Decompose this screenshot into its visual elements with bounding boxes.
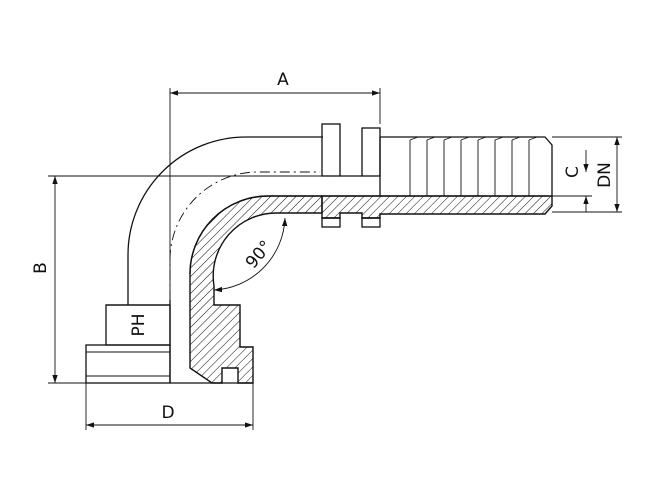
dim-d-label: D [161,403,174,423]
ph-label: PH [129,313,149,336]
angle-label: 90° [242,237,277,273]
dimension-dn: DN [552,136,622,213]
collar-ring-2 [361,127,381,177]
dimension-a: A [169,70,381,300]
hose-tail-barbs [409,136,538,196]
hose-tail-outline [380,136,553,196]
nut-lower-body [85,344,171,384]
dimension-c: C [552,150,592,212]
bore-inner-line [189,195,548,275]
section-hatch [321,195,553,219]
dimension-d: D [85,383,254,430]
dim-a-label: A [277,70,289,90]
collar-ring-1-base [321,217,341,228]
dim-c-label: C [563,166,583,178]
elbow-centerline [169,171,320,300]
elbow-outer-outline [127,136,323,300]
collar-ring-1 [321,123,341,177]
dimension-b: B [31,175,322,384]
dim-dn-label: DN [595,162,615,188]
collar-ring-2-base [361,217,381,228]
dim-b-label: B [31,262,51,274]
section-hatch-bend [189,195,323,384]
